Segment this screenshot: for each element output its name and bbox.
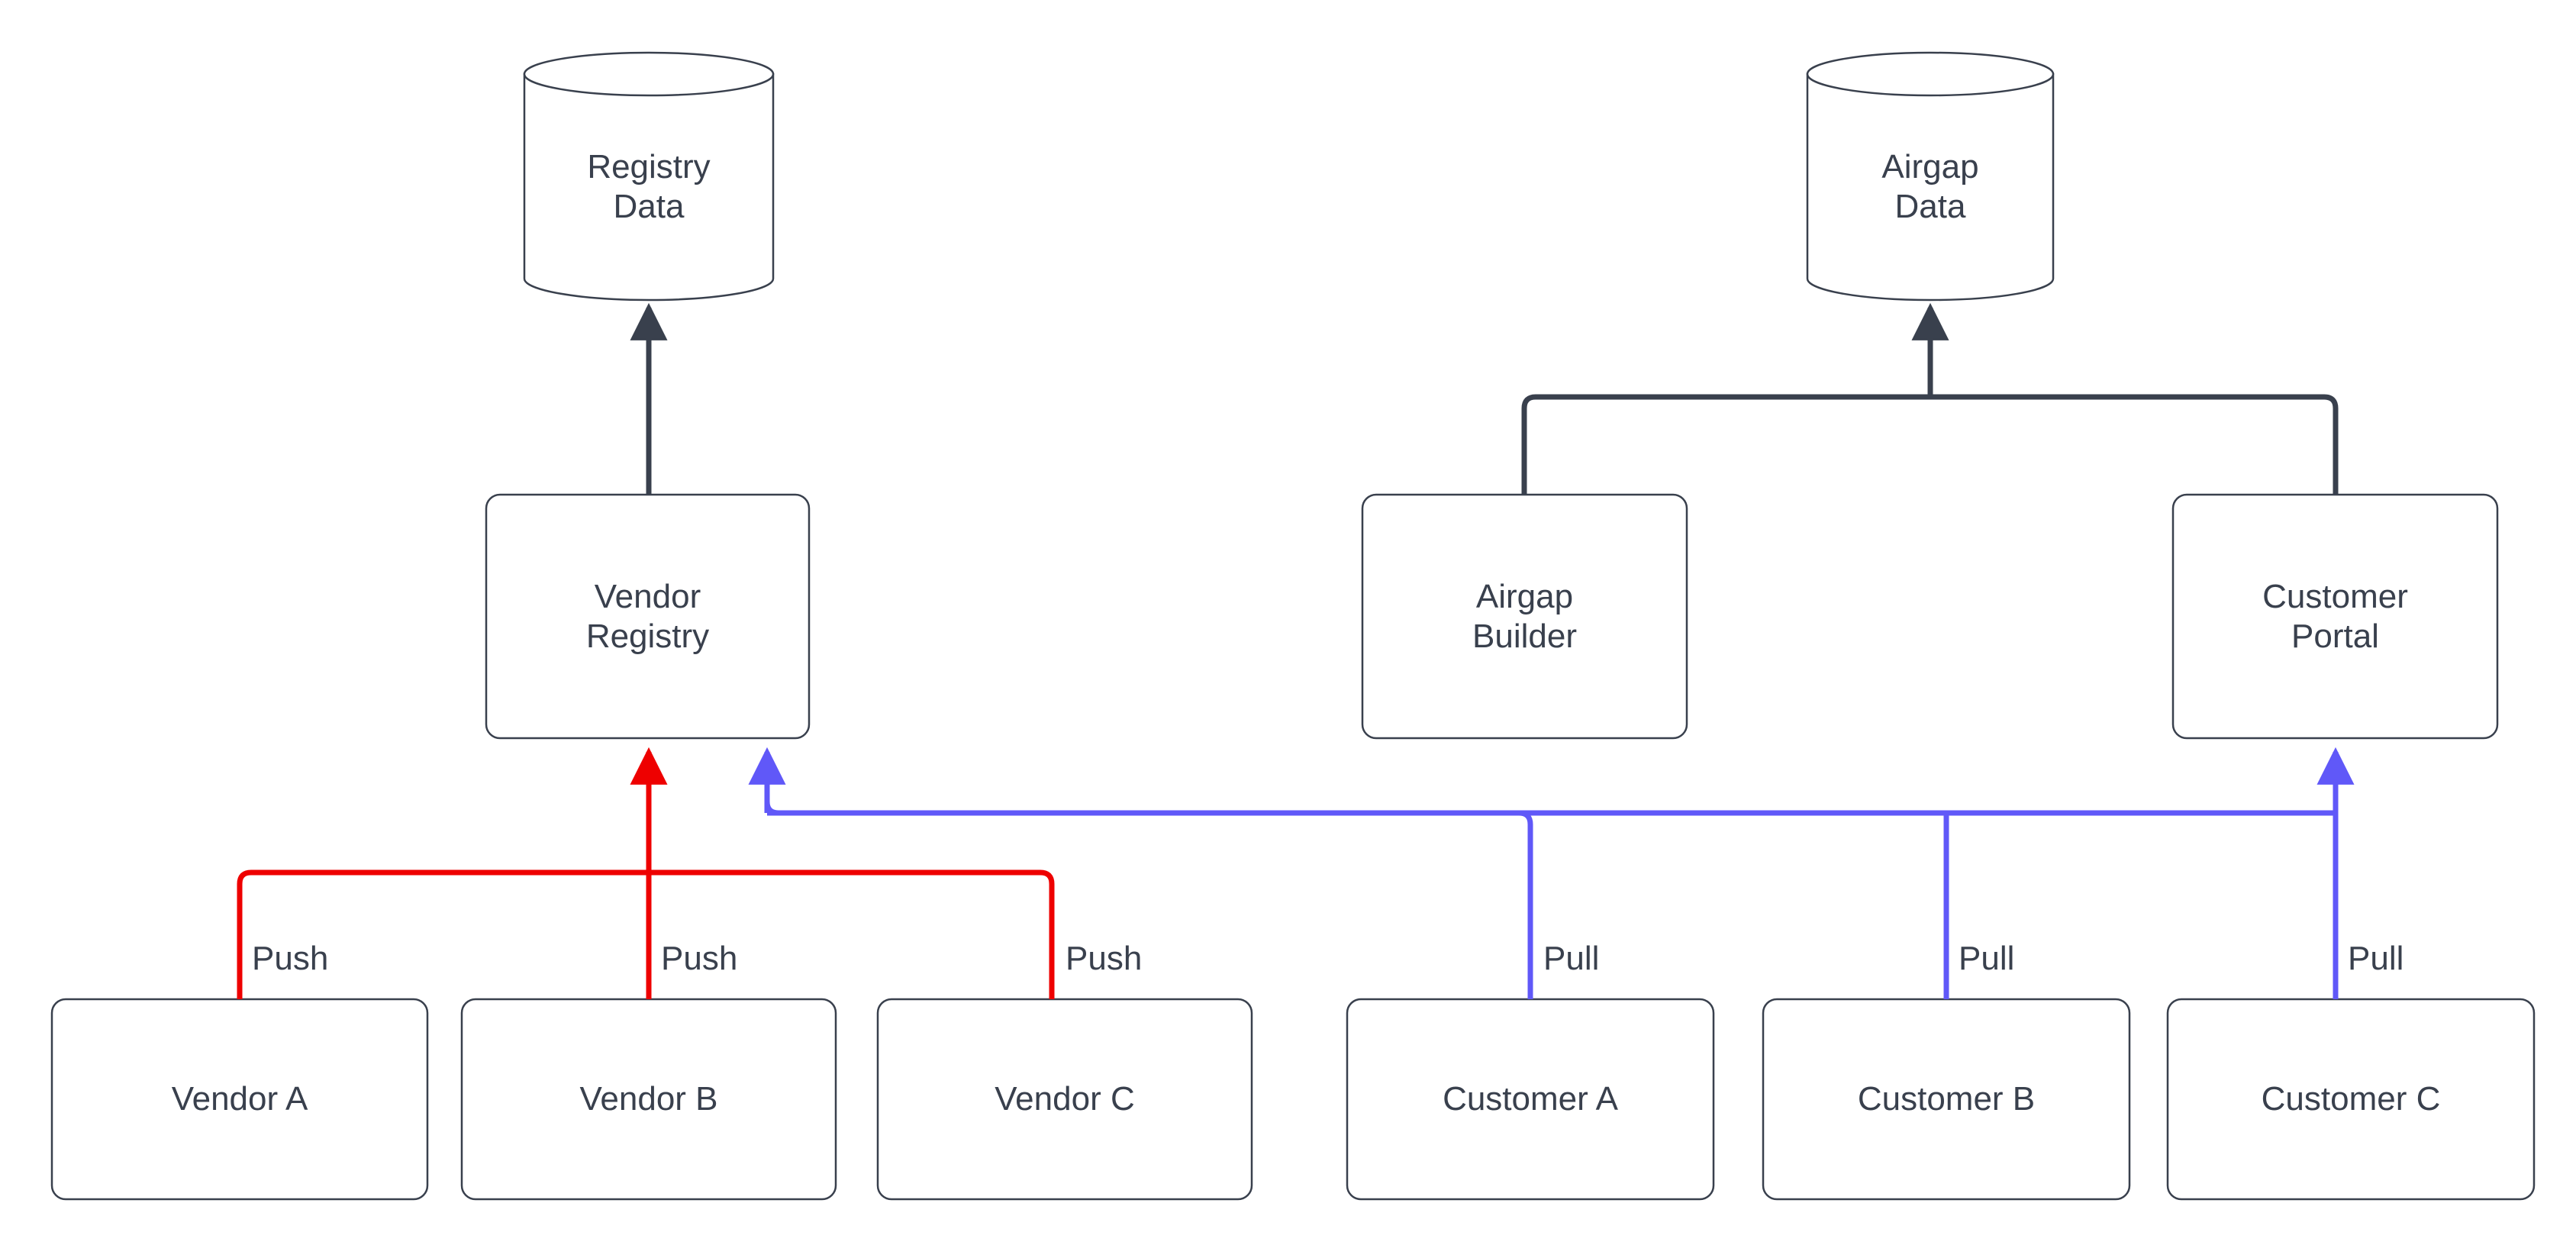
edge-label-push-vendor-b: Push: [661, 940, 738, 977]
edge-label-pull-customer-b: Pull: [1959, 940, 2015, 977]
vendor-a-box[interactable]: [50, 998, 429, 1201]
customer-portal-box[interactable]: [2171, 493, 2499, 740]
edge-customer-portal-to-airgap-data: [1930, 394, 2339, 495]
edge-customer-a-pull: [764, 801, 1533, 999]
edge-airgap-builder-to-airgap-data: [1521, 394, 1930, 495]
vendor-b-box[interactable]: [460, 998, 837, 1201]
edge-label-pull-customer-a: Pull: [1543, 940, 1600, 977]
edge-vendor-a-push: [237, 869, 649, 999]
vendor-c-box[interactable]: [876, 998, 1253, 1201]
airgap-data-cylinder: [1806, 51, 2055, 302]
edge-label-push-vendor-c: Push: [1066, 940, 1143, 977]
customer-a-box[interactable]: [1346, 998, 1715, 1201]
airgap-builder-box[interactable]: [1361, 493, 1688, 740]
customer-b-box[interactable]: [1762, 998, 2131, 1201]
vendor-registry-box[interactable]: [485, 493, 811, 740]
edge-label-push-vendor-a: Push: [252, 940, 329, 977]
edge-label-pull-customer-c: Pull: [2348, 940, 2404, 977]
customer-c-box[interactable]: [2166, 998, 2536, 1201]
registry-data-cylinder: [523, 51, 775, 302]
edge-vendor-c-push: [649, 869, 1055, 999]
